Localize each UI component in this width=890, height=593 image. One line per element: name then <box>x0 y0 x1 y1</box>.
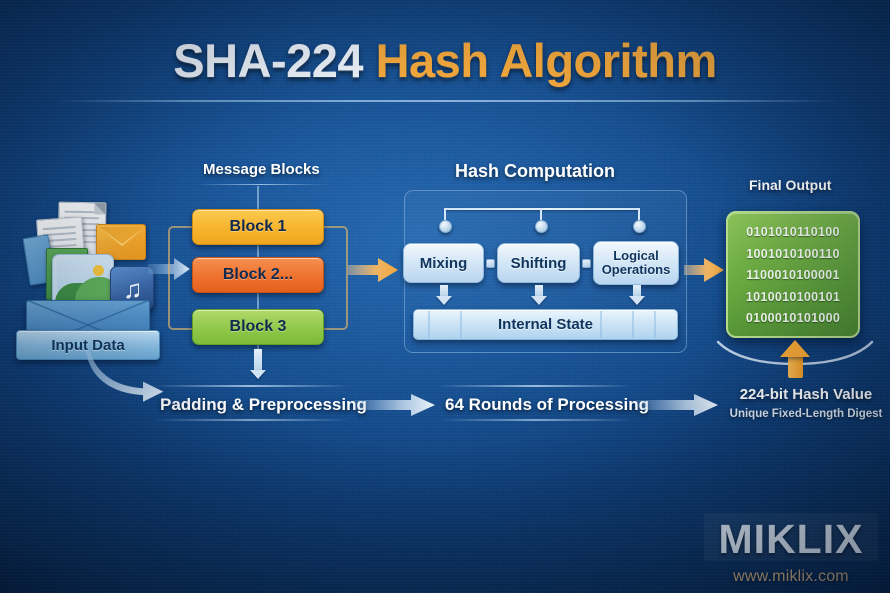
hash-bits-row: 1010010100101 <box>745 289 841 304</box>
message-block-1[interactable]: Block 1 <box>192 209 324 245</box>
operation-mixing-label: Mixing <box>419 254 468 272</box>
hash-output-box: 0101010110100 1001010100110 110001010000… <box>726 211 860 338</box>
arrow-blocks-to-padding <box>250 349 266 379</box>
message-blocks-caption: Message Blocks <box>203 161 320 178</box>
block-rail <box>257 293 259 310</box>
title-accent: Hash Algorithm <box>375 34 718 87</box>
operation-logical-label-line1: Logical <box>613 248 659 263</box>
hash-bits-row: 1001010100110 <box>746 246 840 261</box>
arrow-logical-to-state <box>629 285 645 305</box>
arrow-mixing-to-state <box>436 285 452 305</box>
title-divider <box>52 100 838 102</box>
operation-shifting[interactable]: Shifting <box>497 243 580 283</box>
message-block-2-label: Block 2... <box>222 266 294 283</box>
block-bracket-left <box>168 226 194 330</box>
arrow-rounds-to-output <box>636 394 718 416</box>
flow-rule <box>437 385 633 387</box>
operations-connector-bar <box>444 208 640 210</box>
internal-state-label: Internal State <box>497 316 594 333</box>
block-rail <box>257 186 259 210</box>
arrow-hash-to-output <box>684 258 724 282</box>
flow-rule <box>437 419 633 421</box>
input-data-group: ♫ Input Data <box>16 196 160 362</box>
message-blocks-caption-rule <box>196 184 326 185</box>
flow-rule <box>152 419 350 421</box>
message-block-3-label: Block 3 <box>229 318 287 335</box>
hash-computation-caption: Hash Computation <box>455 161 615 181</box>
block-bracket-right <box>322 226 348 330</box>
hash-bits-row: 0100010101000 <box>745 311 841 325</box>
arrow-shifting-to-state <box>531 285 547 305</box>
operation-mixing[interactable]: Mixing <box>403 243 484 283</box>
message-block-3[interactable]: Block 3 <box>192 309 324 345</box>
title-main: SHA-224 <box>173 34 364 87</box>
arrow-value-to-output <box>780 340 810 378</box>
message-block-1-label: Block 1 <box>229 218 287 235</box>
final-output-caption: Final Output <box>749 177 832 193</box>
operation-shifting-label: Shifting <box>510 254 567 272</box>
hash-bits-row: 0101010110100 <box>746 225 840 239</box>
watermark-url: www.miklix.com <box>733 568 849 585</box>
operation-link <box>582 259 591 268</box>
operation-logical-label-line2: Operations <box>601 262 671 277</box>
hash-bits-row: 1100010100001 <box>746 268 840 282</box>
operation-link <box>486 259 495 268</box>
internal-state-bar: Internal State <box>413 309 678 340</box>
page-title: SHA-224 Hash Algorithm <box>0 33 890 88</box>
arrow-padding-to-rounds <box>353 394 435 416</box>
watermark-brand: MIKLIX <box>718 516 864 562</box>
arrow-blocks-to-hash <box>348 258 398 282</box>
message-block-2[interactable]: Block 2... <box>192 257 324 293</box>
connector-node <box>535 220 548 233</box>
flow-label-rounds: 64 Rounds of Processing <box>445 395 650 414</box>
hash-value-label: 224-bit Hash Value <box>739 386 873 403</box>
connector-node <box>439 220 452 233</box>
connector-node <box>633 220 646 233</box>
operation-logical-operations[interactable]: Logical Operations <box>593 241 679 285</box>
flow-label-padding: Padding & Preprocessing <box>160 395 367 414</box>
hash-value-sublabel: Unique Fixed-Length Digest <box>729 408 883 420</box>
flow-rule <box>152 385 350 387</box>
